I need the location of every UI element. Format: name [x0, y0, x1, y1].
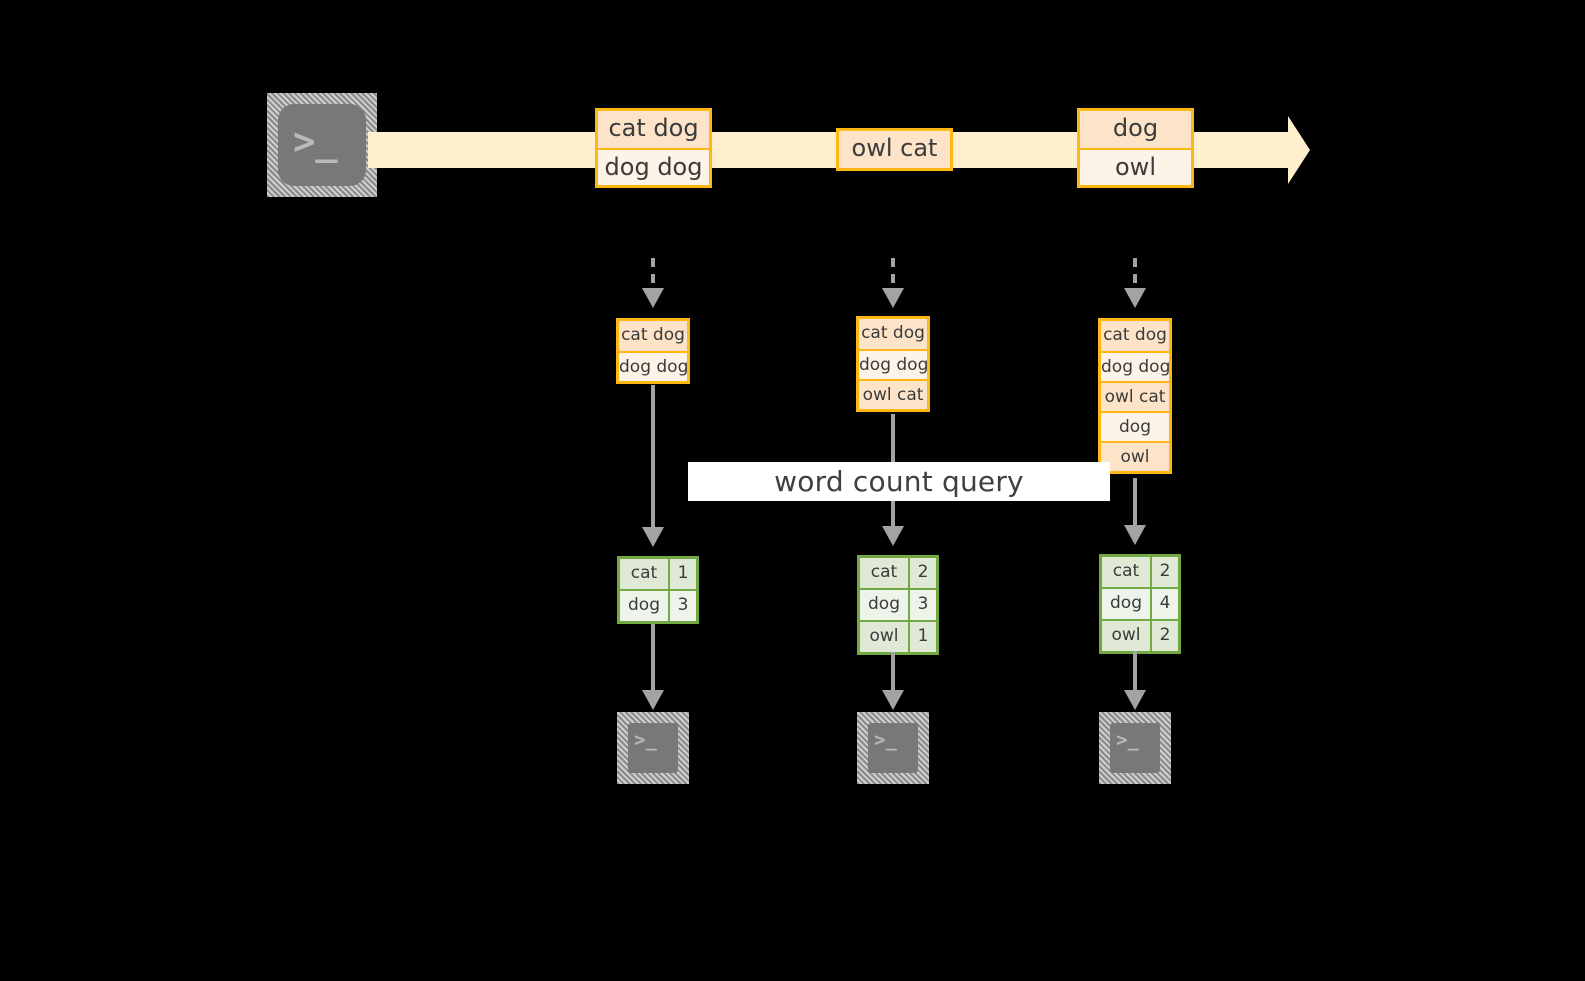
output-flow-line-1: [651, 624, 655, 692]
count-cell: 2: [1150, 621, 1178, 651]
table-row: cat 2: [1102, 557, 1178, 587]
word-cell: cat: [1112, 561, 1140, 581]
word-count-table-3: cat 2 dog 4 owl 2: [1099, 554, 1181, 654]
query-banner-label: word count query: [774, 465, 1024, 498]
snapshot-input-records-3: cat dog dog dog owl cat dog owl: [1098, 318, 1172, 474]
word-count-table-2: cat 2 dog 3 owl 1: [857, 555, 939, 655]
snapshot-tap-line-2: [891, 258, 895, 292]
record-row: owl cat: [1101, 381, 1169, 411]
count-cell: 3: [668, 591, 696, 621]
table-row: cat 1: [620, 559, 696, 589]
stream-record-group-1: cat dog dog dog: [595, 108, 712, 188]
count-cell: 1: [668, 559, 696, 589]
table-row: dog 3: [860, 588, 936, 620]
terminal-prompt-glyph: >_: [1116, 729, 1139, 751]
record-row: dog: [1101, 411, 1169, 441]
record-row: owl: [1101, 441, 1169, 471]
word-cell: owl: [1111, 625, 1141, 645]
record-row: cat dog: [1101, 321, 1169, 351]
stream-arrow-head-icon: [1288, 116, 1310, 184]
source-terminal-icon: >_: [267, 93, 377, 197]
count-cell: 4: [1150, 589, 1178, 619]
word-cell: cat: [870, 562, 898, 582]
stream-record: dog dog: [598, 148, 709, 185]
count-cell: 2: [1150, 557, 1178, 587]
word-cell: cat: [630, 563, 658, 583]
query-flow-arrowhead-1: [642, 527, 664, 547]
snapshot-tap-line-3: [1133, 258, 1137, 292]
terminal-body: [868, 723, 918, 773]
query-flow-line-1: [651, 385, 655, 530]
record-row: cat dog: [619, 321, 687, 351]
terminal-prompt-glyph: >_: [293, 120, 338, 163]
snapshot-input-records-2: cat dog dog dog owl cat: [856, 316, 930, 412]
stream-record-group-3: dog owl: [1077, 108, 1194, 188]
word-cell: owl: [869, 626, 899, 646]
word-cell: dog: [1110, 593, 1142, 613]
record-row: dog dog: [619, 351, 687, 381]
word-cell: dog: [628, 595, 660, 615]
snapshot-tap-line-1: [651, 258, 655, 292]
query-banner: word count query: [688, 462, 1110, 501]
output-terminal-icon-3: >_: [1099, 712, 1171, 784]
count-cell: 2: [908, 558, 936, 588]
table-row: owl 2: [1102, 619, 1178, 651]
terminal-prompt-glyph: >_: [874, 729, 897, 751]
stream-record-group-2: owl cat: [836, 128, 953, 171]
count-cell: 3: [908, 590, 936, 620]
record-row: cat dog: [859, 319, 927, 349]
output-flow-arrowhead-2: [882, 690, 904, 710]
table-row: dog 4: [1102, 587, 1178, 619]
snapshot-input-records-1: cat dog dog dog: [616, 318, 690, 384]
stream-record: cat dog: [598, 111, 709, 148]
terminal-prompt-glyph: >_: [634, 729, 657, 751]
terminal-body: [1110, 723, 1160, 773]
output-terminal-icon-1: >_: [617, 712, 689, 784]
output-terminal-icon-2: >_: [857, 712, 929, 784]
table-row: owl 1: [860, 620, 936, 652]
snapshot-tap-arrowhead-1: [642, 288, 664, 308]
word-count-table-1: cat 1 dog 3: [617, 556, 699, 624]
output-flow-arrowhead-3: [1124, 690, 1146, 710]
record-row: dog dog: [859, 349, 927, 379]
output-flow-line-2: [891, 652, 895, 692]
count-cell: 1: [908, 622, 936, 652]
word-cell: dog: [868, 594, 900, 614]
record-row: dog dog: [1101, 351, 1169, 381]
query-flow-arrowhead-3: [1124, 525, 1146, 545]
stream-record: dog: [1080, 111, 1191, 148]
table-row: cat 2: [860, 558, 936, 588]
output-flow-arrowhead-1: [642, 690, 664, 710]
query-flow-line-3: [1133, 478, 1137, 530]
query-flow-arrowhead-2: [882, 526, 904, 546]
record-row: owl cat: [859, 379, 927, 409]
terminal-body: [278, 104, 366, 186]
table-row: dog 3: [620, 589, 696, 621]
output-flow-line-3: [1133, 651, 1137, 692]
stream-record: owl cat: [839, 131, 950, 168]
snapshot-tap-arrowhead-2: [882, 288, 904, 308]
terminal-body: [628, 723, 678, 773]
snapshot-tap-arrowhead-3: [1124, 288, 1146, 308]
stream-record: owl: [1080, 148, 1191, 185]
